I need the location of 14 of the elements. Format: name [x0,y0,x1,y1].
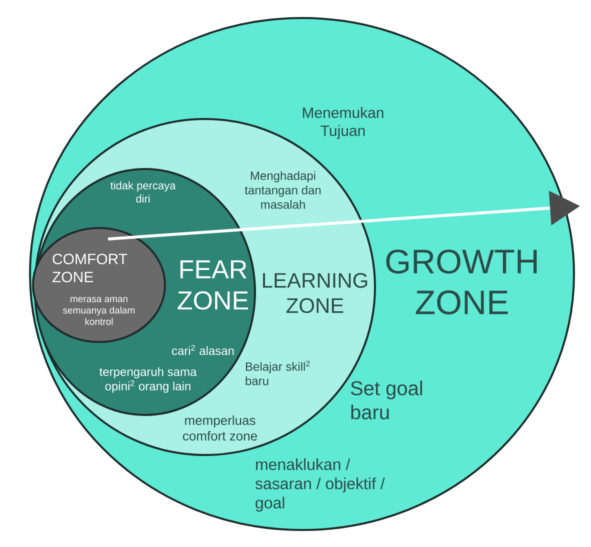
note-text: Menghadapi tantangan dan masalah [244,171,321,209]
note-text: menaklukan / sasaran / objektif / goal [255,458,385,512]
note-text: tidak percaya diri [110,181,176,203]
zone-title: COMFORT ZONE [52,254,128,282]
note-text: Set goal baru [350,380,422,420]
zone-title: GROWTH ZONE [386,250,537,314]
note-text: memperluas comfort zone [182,415,257,441]
zone-title: FEAR ZONE [178,260,248,310]
note-text: cari$^{2}$ alasan [172,344,234,356]
note-text: merasa aman semuanya dalam kontrol [63,297,135,325]
note-text: terpengaruh sama opini$^{2}$ orang lain [100,367,197,393]
note-text: Menemukan Tujuan [302,107,384,139]
zone-title: LEARNING ZONE [263,272,368,314]
note-text: Belajar skill$^{2}$ baru [246,360,310,386]
